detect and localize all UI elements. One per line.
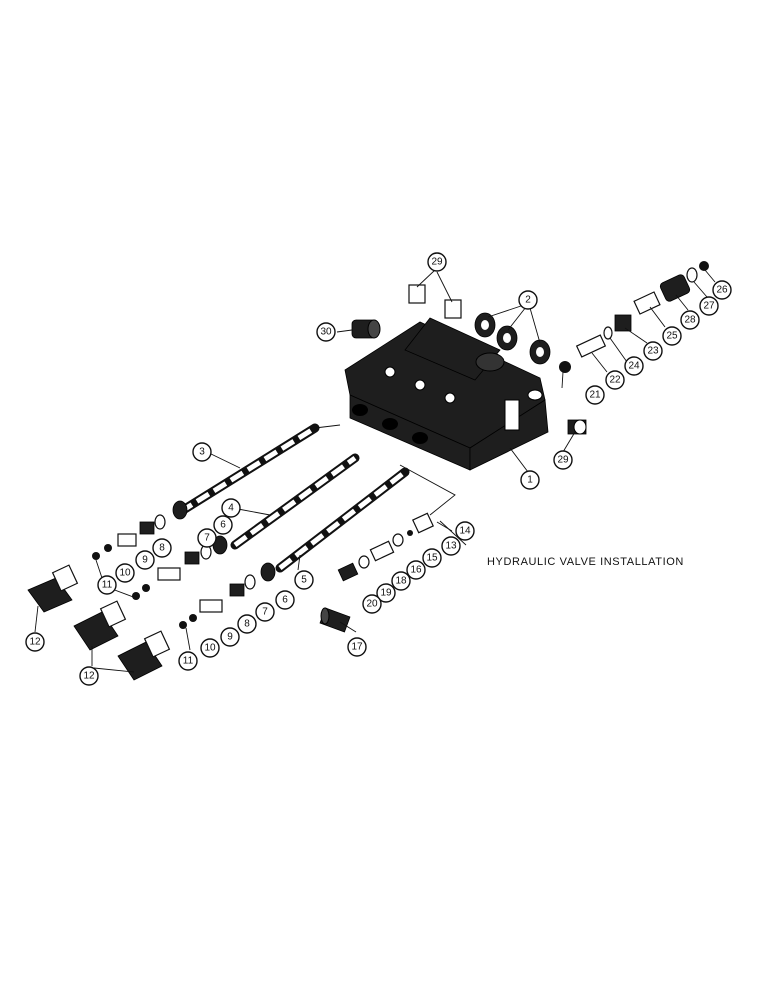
callout-14: 14 (455, 521, 475, 541)
svg-text:11: 11 (102, 580, 113, 591)
callout-23: 23 (643, 341, 663, 361)
valve-body (344, 317, 549, 471)
svg-text:28: 28 (684, 315, 696, 326)
svg-text:6: 6 (220, 520, 226, 531)
svg-text:7: 7 (262, 607, 268, 618)
callout-7-lower: 7 (255, 602, 275, 622)
svg-text:26: 26 (716, 285, 728, 296)
callout-2: 2 (518, 290, 538, 310)
spool-hardware-upper (92, 500, 188, 560)
svg-text:10: 10 (204, 643, 216, 654)
sleeve-17 (319, 607, 351, 633)
plug-30 (351, 319, 381, 339)
spool-3-guide (314, 424, 341, 429)
callout-9-lower: 9 (220, 627, 240, 647)
callout-11-upper: 11 (97, 575, 117, 595)
diagram-title: HYDRAULIC VALVE INSTALLATION (487, 556, 684, 568)
svg-text:11: 11 (183, 656, 194, 667)
callout-12-upper: 12 (25, 632, 45, 652)
svg-text:16: 16 (410, 565, 422, 576)
callout-19: 19 (376, 583, 396, 603)
callout-3: 3 (192, 442, 212, 462)
callout-29-side: 29 (553, 450, 573, 470)
svg-text:19: 19 (380, 588, 392, 599)
svg-text:4: 4 (228, 503, 234, 514)
callout-6-upper: 6 (213, 515, 233, 535)
relief-valve-parts (559, 261, 709, 373)
plug-top-left (408, 284, 426, 304)
callout-20: 20 (362, 594, 382, 614)
callout-6-lower: 6 (275, 590, 295, 610)
svg-text:12: 12 (83, 671, 95, 682)
plug-top-right (444, 299, 462, 319)
end-cap-lower (117, 630, 171, 681)
svg-text:23: 23 (647, 346, 659, 357)
svg-text:20: 20 (366, 599, 378, 610)
plug-side (567, 419, 587, 435)
callout-18: 18 (391, 571, 411, 591)
callout-11-lower: 11 (178, 651, 198, 671)
callout-30: 30 (316, 322, 336, 342)
callout-8-upper: 8 (152, 538, 172, 558)
svg-text:3: 3 (199, 447, 205, 458)
svg-text:12: 12 (29, 637, 41, 648)
spool-3 (175, 423, 320, 517)
spool-4 (230, 453, 360, 550)
callout-5: 5 (294, 570, 314, 590)
callout-24: 24 (624, 356, 644, 376)
callout-10-lower: 10 (200, 638, 220, 658)
seals-2 (474, 312, 551, 365)
callout-22: 22 (605, 370, 625, 390)
svg-text:17: 17 (351, 642, 363, 653)
callout-26: 26 (712, 280, 732, 300)
svg-text:18: 18 (395, 576, 407, 587)
svg-text:8: 8 (244, 619, 250, 630)
spool-hardware-lower (179, 562, 276, 629)
callout-21: 21 (585, 385, 605, 405)
callout-16: 16 (406, 560, 426, 580)
svg-text:9: 9 (227, 632, 233, 643)
svg-text:27: 27 (703, 301, 715, 312)
spool-hardware-middle (132, 535, 228, 600)
callout-17: 17 (347, 637, 367, 657)
end-cap-middle (73, 600, 127, 651)
svg-text:30: 30 (320, 327, 332, 338)
svg-text:8: 8 (159, 543, 165, 554)
callout-13: 13 (441, 536, 461, 556)
callout-1: 1 (520, 470, 540, 490)
svg-text:22: 22 (609, 375, 621, 386)
callout-29-top: 29 (427, 252, 447, 272)
callout-25: 25 (662, 326, 682, 346)
callout-7-upper: 7 (197, 528, 217, 548)
svg-text:13: 13 (445, 541, 457, 552)
svg-text:24: 24 (628, 361, 640, 372)
svg-text:14: 14 (459, 526, 471, 537)
spool-5 (275, 467, 410, 573)
end-cap-upper (27, 564, 79, 613)
svg-text:1: 1 (527, 475, 533, 486)
svg-text:10: 10 (119, 568, 131, 579)
svg-text:6: 6 (282, 595, 288, 606)
callout-9-upper: 9 (135, 550, 155, 570)
spool-5-guide (399, 464, 456, 516)
svg-text:29: 29 (557, 455, 569, 466)
callout-12-lower: 12 (79, 666, 99, 686)
svg-text:29: 29 (431, 257, 443, 268)
callout-27: 27 (699, 296, 719, 316)
callout-28: 28 (680, 310, 700, 330)
svg-text:25: 25 (666, 331, 678, 342)
svg-text:9: 9 (142, 555, 148, 566)
callout-8-lower: 8 (237, 614, 257, 634)
callout-4: 4 (221, 498, 241, 518)
svg-text:15: 15 (426, 553, 438, 564)
svg-text:7: 7 (204, 533, 210, 544)
svg-text:21: 21 (589, 390, 601, 401)
check-valve-parts (337, 512, 435, 582)
callout-15: 15 (422, 548, 442, 568)
svg-text:2: 2 (525, 295, 531, 306)
svg-text:5: 5 (301, 575, 307, 586)
callout-10-upper: 10 (115, 563, 135, 583)
